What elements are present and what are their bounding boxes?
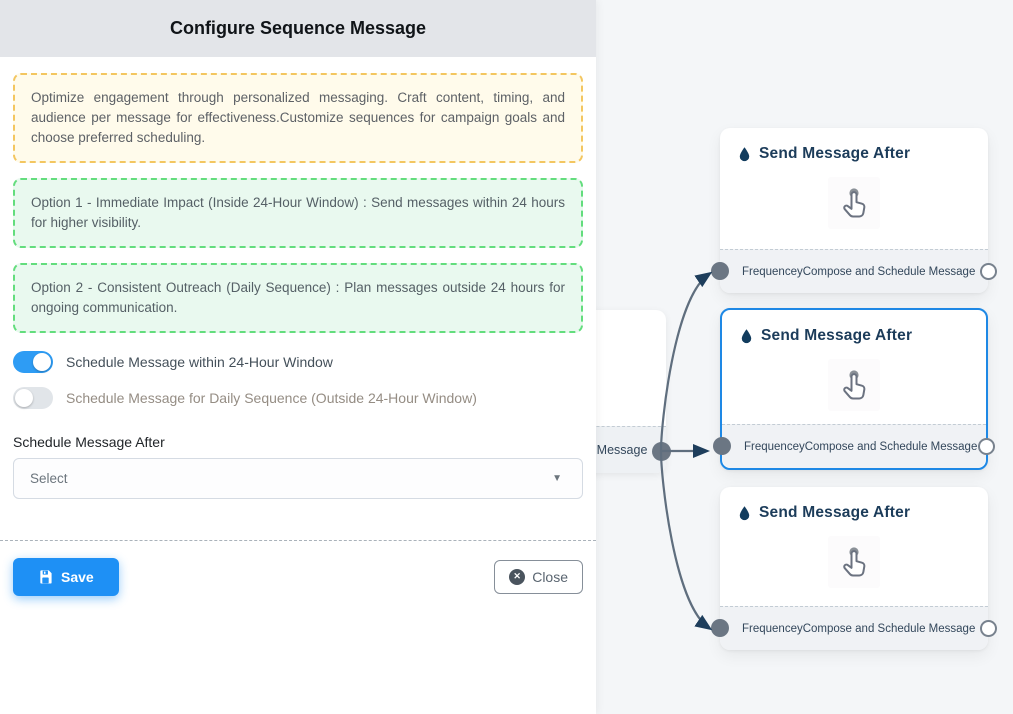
tap-hand-icon: [843, 370, 866, 400]
target-handle[interactable]: [711, 262, 729, 280]
toggle-knob: [33, 352, 51, 371]
node-footer: Frequencey Compose and Schedule Message: [711, 606, 997, 650]
save-disk-icon: [40, 570, 52, 584]
close-button-label: Close: [532, 568, 568, 585]
source-handle[interactable]: [652, 442, 671, 461]
compose-schedule-label[interactable]: Compose and Schedule Message: [802, 622, 976, 635]
toggle-knob: [15, 388, 33, 407]
send-message-after-node-2[interactable]: Send Message After Frequencey Compose an…: [713, 308, 995, 470]
tap-gesture-box[interactable]: [828, 177, 880, 229]
info-note-text: Optimize engagement through personalized…: [31, 90, 565, 145]
toggle-daily-sequence[interactable]: [13, 386, 53, 409]
save-button[interactable]: Save: [13, 557, 119, 596]
toggle-row-24hour: Schedule Message within 24-Hour Window: [13, 350, 583, 373]
toggle-daily-label: Schedule Message for Daily Sequence (Out…: [66, 389, 477, 406]
select-placeholder: Select: [30, 470, 68, 486]
node-title: Send Message After: [759, 504, 911, 521]
send-message-after-node-1[interactable]: Send Message After Frequencey Compose an…: [711, 128, 997, 293]
toggle-row-daily: Schedule Message for Daily Sequence (Out…: [13, 386, 583, 409]
node-title-row: Send Message After: [722, 310, 986, 351]
node-title-row: Send Message After: [720, 487, 988, 528]
compose-schedule-label[interactable]: Compose and Schedule Message: [802, 265, 976, 278]
footer-button-row: Save ✕ Close: [13, 557, 583, 596]
parent-node-label: ce Message: [580, 443, 648, 457]
droplet-icon: [739, 505, 750, 520]
schedule-after-select[interactable]: Select ▼: [13, 457, 583, 499]
node-footer: Frequencey Compose and Schedule Message: [711, 249, 997, 293]
compose-schedule-label[interactable]: Compose and Schedule Message: [804, 440, 978, 453]
option-2-text: Option 2 - Consistent Outreach (Daily Se…: [31, 279, 565, 315]
node-body: Send Message After: [720, 128, 988, 249]
schedule-after-label: Schedule Message After: [13, 433, 165, 450]
node-title: Send Message After: [759, 145, 911, 162]
option-1-box: Option 1 - Immediate Impact (Inside 24-H…: [13, 177, 583, 248]
panel-body: Optimize engagement through personalized…: [0, 57, 596, 596]
target-handle[interactable]: [711, 619, 729, 637]
footer-divider: [0, 539, 596, 541]
save-button-label: Save: [61, 568, 94, 585]
send-message-after-node-3[interactable]: Send Message After Frequencey Compose an…: [711, 487, 997, 650]
panel-header: Configure Sequence Message: [0, 0, 596, 57]
tap-gesture-box[interactable]: [828, 359, 880, 411]
toggle-24hour-window[interactable]: [13, 350, 53, 373]
output-handle[interactable]: [980, 263, 997, 280]
droplet-icon: [741, 328, 752, 343]
option-1-text: Option 1 - Immediate Impact (Inside 24-H…: [31, 194, 565, 230]
frequency-label[interactable]: Frequencey: [742, 265, 803, 278]
toggle-24hour-label: Schedule Message within 24-Hour Window: [66, 353, 333, 370]
info-note-box: Optimize engagement through personalized…: [13, 73, 583, 163]
frequency-label[interactable]: Frequencey: [744, 440, 805, 453]
toggle-group: Schedule Message within 24-Hour Window S…: [13, 350, 583, 409]
tap-gesture-box[interactable]: [828, 536, 880, 588]
output-handle[interactable]: [980, 620, 997, 637]
chevron-down-icon: ▼: [552, 472, 562, 484]
frequency-label[interactable]: Frequencey: [742, 622, 803, 635]
output-handle[interactable]: [978, 438, 995, 455]
tap-hand-icon: [843, 547, 866, 577]
close-button[interactable]: ✕ Close: [494, 559, 583, 594]
node-body: Send Message After: [722, 310, 986, 424]
node-title: Send Message After: [761, 327, 913, 344]
tap-hand-icon: [843, 188, 866, 218]
page-title: Configure Sequence Message: [169, 18, 427, 38]
node-title-row: Send Message After: [720, 128, 988, 169]
node-footer: Frequencey Compose and Schedule Message: [713, 424, 995, 468]
option-2-box: Option 2 - Consistent Outreach (Daily Se…: [13, 262, 583, 333]
configure-sequence-panel: Configure Sequence Message Optimize enga…: [0, 0, 596, 714]
target-handle[interactable]: [713, 437, 731, 455]
droplet-icon: [739, 146, 750, 161]
node-body: Send Message After: [720, 487, 988, 606]
close-circle-icon: ✕: [509, 568, 526, 585]
